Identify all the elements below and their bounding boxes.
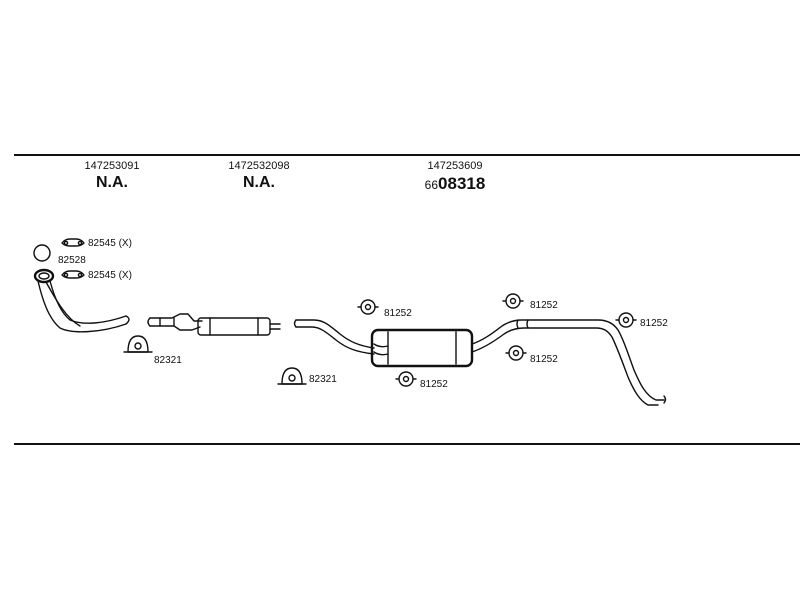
header-column-middle-section: 1472532098 N.A.: [216, 161, 302, 191]
part-number: 147253091: [84, 160, 140, 172]
part-number: 1472532098: [228, 160, 290, 172]
hanger-icon-rear-bottom: [505, 345, 527, 361]
callout-hanger-rear-top: 81252: [530, 300, 558, 311]
part-number: 147253609: [427, 160, 483, 172]
clamp-icon-left-front: [123, 335, 153, 353]
clamp-icon-bottom: [61, 270, 85, 279]
tail-pipe: [471, 319, 667, 406]
bottom-divider: [14, 443, 800, 445]
hanger-icon-muffler-top: [357, 299, 379, 315]
top-divider: [14, 154, 800, 156]
hanger-icon-rear-top: [502, 293, 524, 309]
part-status: N.A.: [243, 174, 275, 191]
callout-clamp-top: 82545 (X): [88, 238, 132, 249]
clamp-icon-left-mid: [277, 367, 307, 385]
callout-hanger-tail: 81252: [640, 318, 668, 329]
part-status: N.A.: [96, 174, 128, 191]
ring-gasket-icon: [33, 244, 51, 262]
clamp-icon-top: [61, 238, 85, 247]
part-code: 6608318: [416, 175, 494, 192]
part-code-main: 08318: [438, 174, 486, 193]
callout-hanger-rear-bottom: 81252: [530, 354, 558, 365]
hanger-icon-tail: [615, 312, 637, 328]
header-column-rear-muffler: 147253609 6608318: [416, 160, 494, 193]
callout-clamp-bottom: 82545 (X): [88, 270, 132, 281]
callout-hanger-muffler-bottom: 81252: [420, 379, 448, 390]
callout-hanger-muffler-top: 81252: [384, 308, 412, 319]
hanger-icon-muffler-bottom: [395, 371, 417, 387]
rear-muffler: [370, 328, 474, 368]
rear-inlet-pipe: [293, 319, 375, 355]
part-code-prefix: 66: [424, 178, 439, 192]
callout-ring-gasket: 82528: [58, 255, 86, 266]
callout-clamp-left-mid: 82321: [309, 374, 337, 385]
middle-section: [147, 313, 281, 336]
front-pipe: [33, 268, 130, 333]
callout-clamp-left-front: 82321: [154, 355, 182, 366]
header-column-front-pipe: 147253091 N.A.: [72, 161, 152, 191]
